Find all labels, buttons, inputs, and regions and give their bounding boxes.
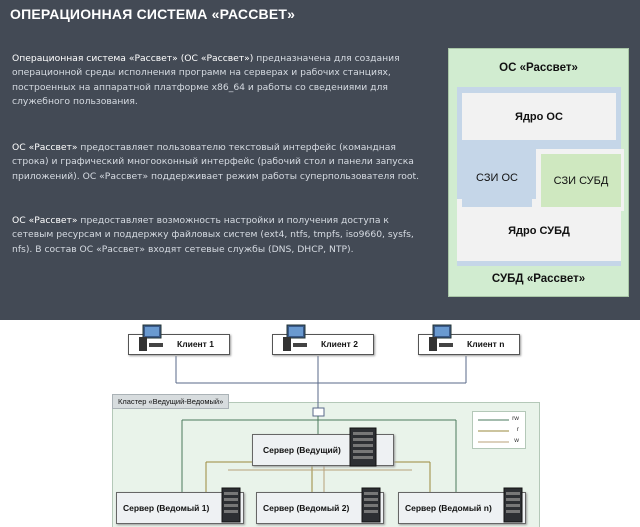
legend-r: r bbox=[516, 426, 519, 433]
p3-bold: ОС «Рассвет» bbox=[12, 215, 78, 226]
cluster-label: Кластер «Ведущий-Ведомый» bbox=[112, 394, 230, 409]
client-2[interactable]: Клиент 2 bbox=[272, 324, 374, 355]
server-rack-icon bbox=[349, 427, 377, 467]
server-rack-icon bbox=[221, 487, 241, 523]
szi-os-block: СЗИ ОС bbox=[462, 148, 532, 208]
page-title: ОПЕРАЦИОННАЯ СИСТЕМА «РАССВЕТ» bbox=[10, 6, 296, 22]
workstation-icon bbox=[139, 324, 163, 351]
client-label: Клиент n bbox=[467, 339, 505, 349]
legend-lines bbox=[478, 419, 509, 443]
workstation-icon bbox=[283, 324, 307, 351]
legend-w: w bbox=[514, 437, 519, 444]
client-label: Клиент 1 bbox=[177, 339, 214, 349]
server-slave-n[interactable]: Сервер (Ведомый n) bbox=[398, 487, 526, 524]
legend: rw r w bbox=[472, 411, 526, 449]
szi-dbms-block: СЗИ СУБД bbox=[541, 154, 621, 207]
p1-bold: Операционная система «Рассвет» (ОС «Расс… bbox=[12, 53, 254, 64]
p1-line4: служебного пользования. bbox=[12, 95, 138, 107]
architecture-diagram: ОС «Рассвет» Ядро ОС СЗИ ОС СЗИ СУБД Ядр… bbox=[448, 48, 629, 297]
server-rack-icon bbox=[503, 487, 523, 523]
workstation-icon bbox=[429, 324, 453, 351]
p3-line2: сетевым ресурсам и поддержку файловых си… bbox=[12, 229, 414, 241]
server-rack-icon bbox=[361, 487, 381, 523]
server-slave-1[interactable]: Сервер (Ведомый 1) bbox=[116, 487, 244, 524]
client-n[interactable]: Клиент n bbox=[418, 324, 520, 355]
server-slave-2[interactable]: Сервер (Ведомый 2) bbox=[256, 487, 384, 524]
p2-line1: предоставляет пользователю текстовый инт… bbox=[77, 142, 396, 153]
p2-line2: строка) и графический многооконный интер… bbox=[12, 156, 414, 168]
server-master[interactable]: Сервер (Ведущий) bbox=[252, 427, 394, 467]
description-paragraph-2: ОС «Рассвет» предоставляет пользователю … bbox=[12, 141, 427, 184]
kernel-os-block: Ядро ОС bbox=[462, 93, 616, 140]
description-paragraph-1: Операционная система «Рассвет» (ОС «Расс… bbox=[12, 52, 427, 109]
p3-line1: предоставляет возможность настройки и по… bbox=[77, 215, 389, 226]
server-label: Сервер (Ведомый 2) bbox=[263, 503, 350, 513]
client-label: Клиент 2 bbox=[321, 339, 358, 349]
server-label: Сервер (Ведомый n) bbox=[405, 503, 492, 513]
legend-rw: rw bbox=[512, 415, 519, 422]
arch-dbms-title: СУБД «Рассвет» bbox=[491, 273, 586, 285]
kernel-dbms-block: Ядро СУБД bbox=[462, 207, 616, 255]
server-label: Сервер (Ведомый 1) bbox=[123, 503, 210, 513]
p2-bold: ОС «Рассвет» bbox=[12, 142, 78, 153]
server-label: Сервер (Ведущий) bbox=[263, 445, 341, 455]
description-paragraph-3: ОС «Рассвет» предоставляет возможность н… bbox=[12, 214, 427, 257]
p2-line3: приложений). ОС «Рассвет» поддерживает р… bbox=[12, 170, 420, 182]
p1-line2: операционной среды исполнения программ н… bbox=[12, 67, 391, 79]
p1-line3: построенных на аппаратной платформе x86_… bbox=[12, 81, 388, 93]
p3-line3: nfs). В состав ОС «Рассвет» входят сетев… bbox=[12, 243, 354, 255]
arch-os-title: ОС «Рассвет» bbox=[499, 62, 578, 74]
client-1[interactable]: Клиент 1 bbox=[128, 324, 230, 355]
p1-line1: предназначена для создания bbox=[253, 53, 400, 64]
